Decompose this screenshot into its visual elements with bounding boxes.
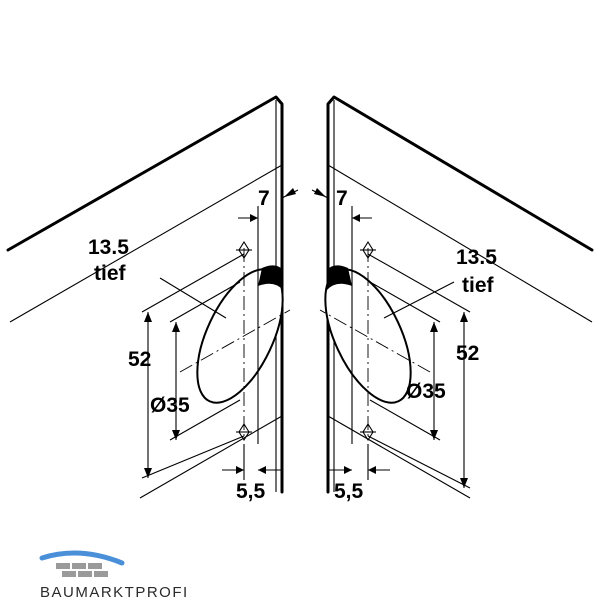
- baumarktprofi-logo: BAUMARKTPROFI: [39, 550, 189, 600]
- left-height-label: 52: [128, 348, 151, 371]
- right-panel: [311, 95, 594, 499]
- left-dimension-35: [169, 281, 241, 441]
- right-dimension-5-5: [328, 444, 390, 480]
- left-depth-word-label: tief: [94, 262, 127, 285]
- right-edge-offset-label: 7: [336, 187, 348, 210]
- right-screw-hole-bottom: [360, 422, 376, 442]
- right-cup-crescent: [327, 265, 352, 290]
- left-hole-offset-label: 5,5: [236, 480, 266, 503]
- left-panel: [6, 95, 299, 499]
- right-diameter-label: Ø35: [406, 380, 446, 403]
- right-perspective-line: [327, 164, 593, 323]
- logo-text: BAUMARKTPROFI: [40, 584, 189, 600]
- left-screw-hole-bottom: [236, 422, 252, 442]
- right-dimension-52: [367, 253, 471, 489]
- left-screw-hole-top: [236, 240, 252, 260]
- right-screw-hole-top: [360, 240, 376, 260]
- right-depth-leader: [383, 281, 455, 319]
- left-depth-leader: [159, 277, 227, 319]
- left-cup-crescent: [258, 265, 283, 290]
- roof-icon: [39, 550, 125, 577]
- left-depth-value-label: 13.5: [88, 236, 129, 259]
- right-height-label: 52: [456, 342, 479, 365]
- left-dimension-52: [141, 253, 245, 479]
- right-depth-value-label: 13.5: [456, 246, 497, 269]
- left-diameter-label: Ø35: [150, 394, 190, 417]
- right-dimension-7: [311, 188, 372, 444]
- right-depth-word-label: tief: [462, 274, 495, 297]
- left-dimension-5-5: [222, 444, 282, 480]
- left-perspective-line: [9, 164, 283, 323]
- left-edge-offset-label: 7: [258, 187, 270, 210]
- right-hole-offset-label: 5,5: [334, 480, 364, 503]
- right-dimension-35: [369, 281, 441, 441]
- left-dimension-7: [238, 188, 299, 444]
